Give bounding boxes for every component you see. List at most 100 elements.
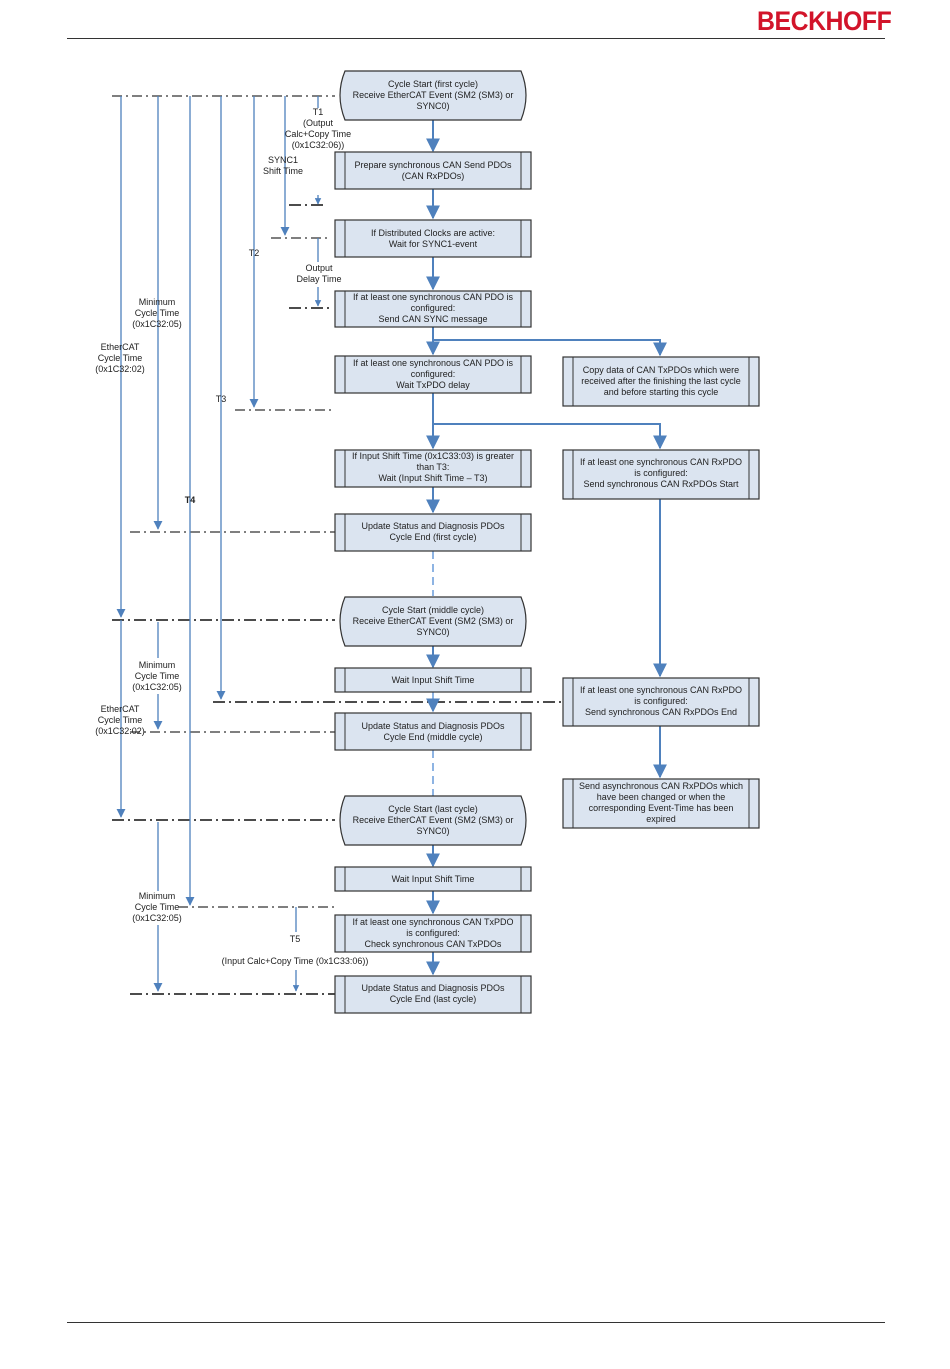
text-line: T3 [216,394,227,404]
wait-txpdo-delay-box [334,355,532,394]
text-line: If at least one synchronous CAN TxPDO [353,917,514,927]
text-line: configured: [411,369,456,379]
text-line: Send synchronous CAN RxPDOs Start [583,479,739,489]
b3-text: If Distributed Clocks are active:Wait fo… [371,228,495,249]
b9-text: Wait Input Shift Time [392,675,475,685]
text-line: Wait TxPDO delay [396,380,470,390]
text-line: Wait Input Shift Time [392,874,475,884]
cycle-start-last-box [339,795,527,846]
text-line: Cycle End (first cycle) [389,532,476,542]
text-line: expired [646,814,676,824]
text-line: is configured: [634,696,688,706]
text-line: Receive EtherCAT Event (SM2 (SM3) or [353,815,514,825]
t3-label: T3 [216,394,227,404]
text-line: Cycle Time [135,308,180,318]
text-line: Cycle End (last cycle) [390,994,477,1004]
text-line: Output [305,263,333,273]
text-line: Minimum [139,660,176,670]
text-line: (0x1C32:05) [132,319,182,329]
copy-can-txpdos-box [562,356,760,407]
wait-input-shift-middle-box [334,667,532,693]
text-line: (0x1C32:05) [132,682,182,692]
text-line: Wait for SYNC1-event [389,239,478,249]
text-line: Prepare synchronous CAN Send PDOs [354,160,512,170]
text-line: If at least one synchronous CAN RxPDO [580,457,742,467]
t4-label: T4 [185,495,196,505]
text-line: Update Status and Diagnosis PDOs [361,521,505,531]
text-line: Wait Input Shift Time [392,675,475,685]
text-line: Update Status and Diagnosis PDOs [361,721,505,731]
text-line: T1 [313,107,324,117]
footer-rule [67,1322,885,1323]
text-line: Receive EtherCAT Event (SM2 (SM3) or [353,90,514,100]
text-line: Receive EtherCAT Event (SM2 (SM3) or [353,616,514,626]
input-shift-wait-box [334,449,532,488]
text-line: and before starting this cycle [604,387,719,397]
text-line: Cycle Time [98,353,143,363]
text-line: (Input Calc+Copy Time (0x1C33:06)) [222,956,369,966]
text-line: than T3: [417,462,450,472]
cycle-start-middle-box [339,596,527,647]
text-line: T4 [185,495,196,505]
b12-text: Wait Input Shift Time [392,874,475,884]
text-line: (0x1C32:06)) [292,140,345,150]
text-line: (Output [303,118,334,128]
text-line: Minimum [139,297,176,307]
text-line: EtherCAT [101,342,140,352]
update-status-first-box [334,513,532,552]
text-line: (0x1C32:02) [95,364,145,374]
text-line: Cycle Start (last cycle) [388,804,478,814]
text-line: received after the finishing the last cy… [581,376,741,386]
text-line: Check synchronous CAN TxPDOs [365,939,502,949]
header-rule [67,38,885,39]
send-rxpdos-start-box [562,449,760,500]
text-line: Cycle End (middle cycle) [383,732,482,742]
b2-text: Prepare synchronous CAN Send PDOs(CAN Rx… [354,160,512,181]
text-line: Minimum [139,891,176,901]
text-line: EtherCAT [101,704,140,714]
wait-input-shift-last-box [334,866,532,892]
t2-label: T2 [249,248,260,258]
send-async-rxpdos-box [562,778,760,829]
text-line: Cycle Time [135,671,180,681]
text-line: Cycle Start (first cycle) [388,79,478,89]
input-calc-copy-label: (Input Calc+Copy Time (0x1C33:06)) [222,956,369,966]
text-line: Shift Time [263,166,303,176]
box-side-bars [344,152,750,1013]
text-line: Cycle Time [98,715,143,725]
flow-arrows [426,120,667,976]
update-status-middle-box [334,712,532,751]
text-line: corresponding Event-Time has been [589,803,734,813]
update-status-last-box [334,975,532,1014]
text-line: (0x1C32:05) [132,913,182,923]
text-line: Send asynchronous CAN RxPDOs which [579,781,743,791]
text-line: SYNC0) [416,627,449,637]
text-line: Calc+Copy Time [285,129,351,139]
text-line: is configured: [406,928,460,938]
wait-sync1-box [334,219,532,258]
text-line: configured: [411,303,456,313]
reference-lines [112,95,565,995]
send-rxpdos-end-box [562,677,760,727]
text-line: is configured: [634,468,688,478]
box-texts: Cycle Start (first cycle)Receive EtherCA… [352,79,743,1004]
text-line: If Distributed Clocks are active: [371,228,495,238]
text-line: If at least one synchronous CAN PDO is [353,358,514,368]
cycle-start-first-box [339,70,527,121]
